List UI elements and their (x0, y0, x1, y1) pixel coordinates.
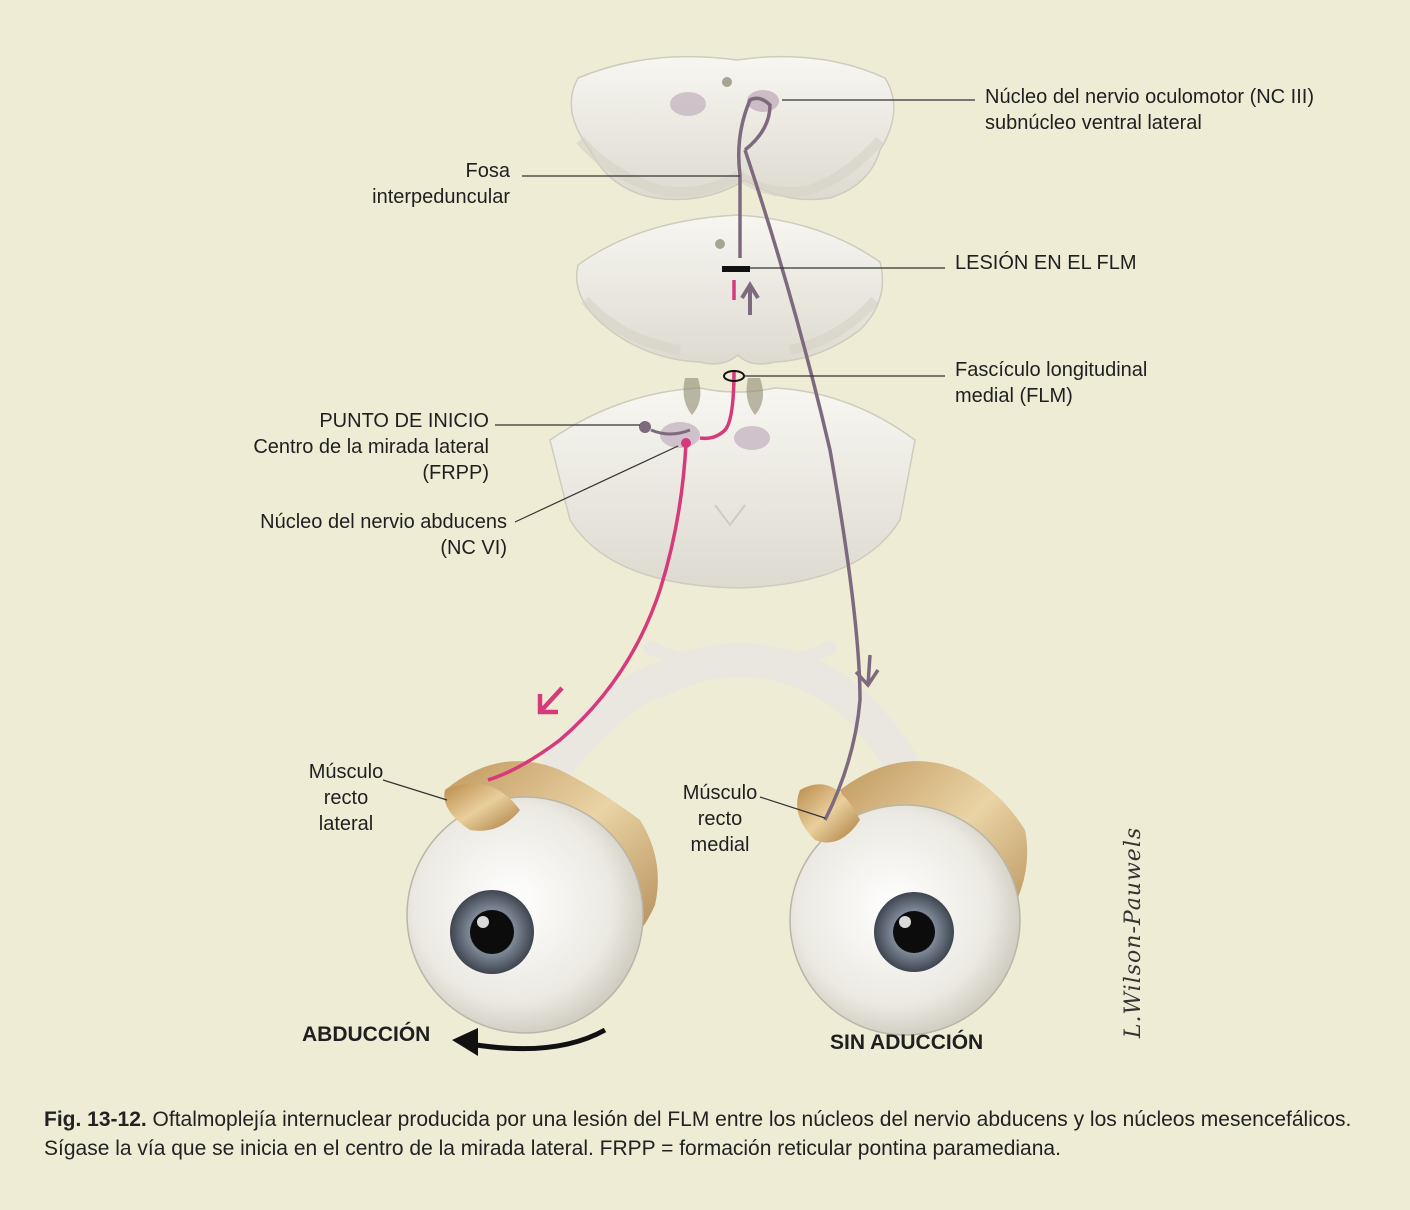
label-abducens-nucleus: Núcleo del nervio abducens (NC VI) (260, 509, 507, 561)
label-punto-line1: PUNTO DE INICIO (319, 410, 489, 432)
label-recto-lateral: Músculo recto lateral (286, 759, 406, 837)
label-flm-line2: medial (FLM) (955, 385, 1073, 407)
label-sin-aduccion: SIN ADUCCIÓN (830, 1030, 983, 1056)
caption-text: Oftalmoplejía internuclear producida por… (44, 1108, 1352, 1160)
label-oculomotor-nucleus: Núcleo del nervio oculomotor (NC III) su… (985, 84, 1314, 136)
label-fosa-interpeduncular: Fosa interpeduncular (372, 158, 510, 210)
label-recto-medial-line2: recto (697, 808, 743, 830)
label-flm-line1: Fascículo longitudinal (955, 359, 1148, 381)
label-lesion-flm: LESIÓN EN EL FLM (955, 250, 1137, 276)
label-fosa-line2: interpeduncular (372, 186, 510, 208)
label-oculomotor-line1: Núcleo del nervio oculomotor (NC III) (985, 86, 1315, 108)
label-recto-medial: Músculo recto medial (660, 780, 780, 858)
label-recto-lateral-line2: recto (323, 787, 369, 809)
label-oculomotor-line2: subnúcleo ventral lateral (985, 112, 1202, 134)
label-abduccion-text: ABDUCCIÓN (302, 1023, 431, 1046)
label-recto-lateral-line1: Músculo (308, 761, 384, 783)
left-eye (406, 761, 658, 1034)
label-punto-inicio: PUNTO DE INICIO Centro de la mirada late… (253, 408, 489, 486)
label-abducens-line2: (NC VI) (440, 537, 507, 559)
midbrain-section-middle (575, 214, 884, 365)
lesion-mark (722, 266, 750, 272)
label-sin-aduccion-text: SIN ADUCCIÓN (830, 1031, 984, 1054)
label-recto-lateral-line3: lateral (318, 813, 374, 835)
caption-figure-number: Fig. 13-12. (44, 1108, 147, 1131)
frpp-nucleus (639, 421, 691, 436)
label-flm: Fascículo longitudinal medial (FLM) (955, 357, 1147, 409)
midbrain-section-upper (570, 55, 895, 201)
label-lesion-text: LESIÓN EN EL FLM (955, 252, 1137, 274)
pons-section-lower (549, 378, 916, 589)
leader-lines (382, 99, 975, 819)
optic-chiasm (543, 641, 917, 777)
pink-pathway (487, 280, 745, 782)
label-abducens-line1: Núcleo del nervio abducens (260, 511, 507, 533)
right-eye (789, 761, 1028, 1036)
figure-caption: Fig. 13-12. Oftalmoplejía internuclear p… (44, 1105, 1384, 1163)
label-recto-medial-line1: Músculo (682, 782, 758, 804)
label-recto-medial-line3: medial (690, 834, 750, 856)
label-punto-line3: (FRPP) (422, 462, 489, 484)
label-fosa-line1: Fosa (465, 160, 510, 182)
abduction-arrow (452, 1027, 607, 1056)
label-punto-line2: Centro de la mirada lateral (253, 436, 489, 458)
artist-signature: L.Wilson-Pauwels (1121, 826, 1147, 1039)
purple-pathway (737, 96, 880, 821)
label-abduccion: ABDUCCIÓN (302, 1022, 430, 1048)
